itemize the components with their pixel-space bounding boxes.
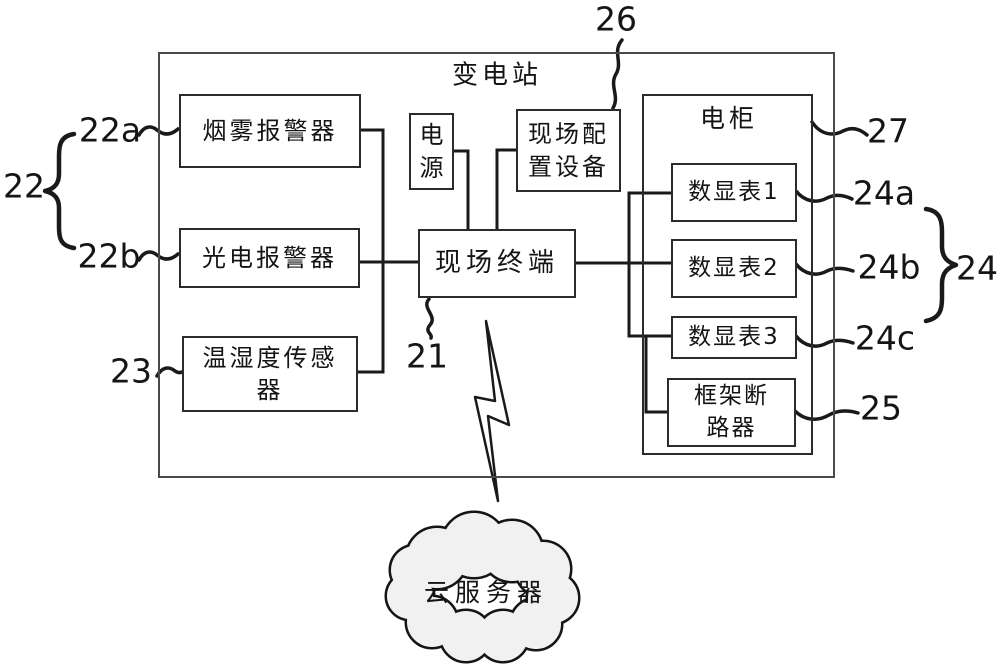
leader-24a bbox=[794, 189, 854, 203]
frame-breaker-box: 框架断 路器 bbox=[667, 378, 796, 447]
leader-26 bbox=[611, 38, 624, 110]
field-terminal-box: 现场终端 bbox=[418, 229, 576, 298]
ref-24a: 24a bbox=[852, 173, 916, 213]
digital-meter1-box: 数显表1 bbox=[671, 163, 797, 222]
ref-24: 24 bbox=[956, 248, 998, 288]
ref-26: 26 bbox=[595, 0, 637, 39]
cabinet-box bbox=[642, 94, 813, 455]
smoke-alarm-box: 烟雾报警器 bbox=[179, 94, 361, 168]
substation-frame bbox=[158, 52, 835, 478]
brace-24-group bbox=[923, 206, 959, 324]
ref-27: 27 bbox=[867, 111, 909, 151]
brace-22-group bbox=[42, 131, 77, 251]
leader-27 bbox=[810, 120, 869, 137]
ref-23: 23 bbox=[110, 351, 152, 391]
temp-humidity-sensor-box: 温湿度传感 器 bbox=[182, 336, 358, 412]
connector-config-to-terminal bbox=[495, 148, 518, 231]
ref-24c: 24c bbox=[854, 318, 916, 358]
ref-24b: 24b bbox=[857, 247, 921, 287]
lightning-bolt-icon bbox=[473, 319, 511, 503]
ref-22a: 22a bbox=[78, 110, 142, 150]
leader-25 bbox=[793, 409, 860, 421]
leader-23 bbox=[155, 366, 184, 378]
leader-21 bbox=[425, 297, 434, 340]
leader-22a bbox=[137, 125, 180, 137]
digital-meter2-box: 数显表2 bbox=[671, 239, 797, 298]
cloud-server-label: 云服务器 bbox=[423, 578, 549, 607]
cloud-shape bbox=[384, 510, 581, 664]
substation-title: 变电站 bbox=[451, 60, 543, 91]
connector-power-to-terminal bbox=[451, 149, 470, 231]
field-config-device-box: 现场配 置设备 bbox=[516, 109, 621, 192]
leader-24c bbox=[794, 334, 855, 348]
leader-22b bbox=[137, 250, 180, 262]
cabinet-title: 电柜 bbox=[699, 104, 759, 133]
ref-21: 21 bbox=[406, 336, 448, 376]
photoelectric-alarm-box: 光电报警器 bbox=[179, 228, 360, 288]
digital-meter3-box: 数显表3 bbox=[671, 316, 797, 359]
ref-22: 22 bbox=[3, 166, 45, 206]
ref-25: 25 bbox=[860, 388, 902, 428]
leader-24b bbox=[794, 262, 855, 276]
ref-22b: 22b bbox=[77, 236, 141, 276]
power-supply-box: 电 源 bbox=[409, 113, 454, 190]
